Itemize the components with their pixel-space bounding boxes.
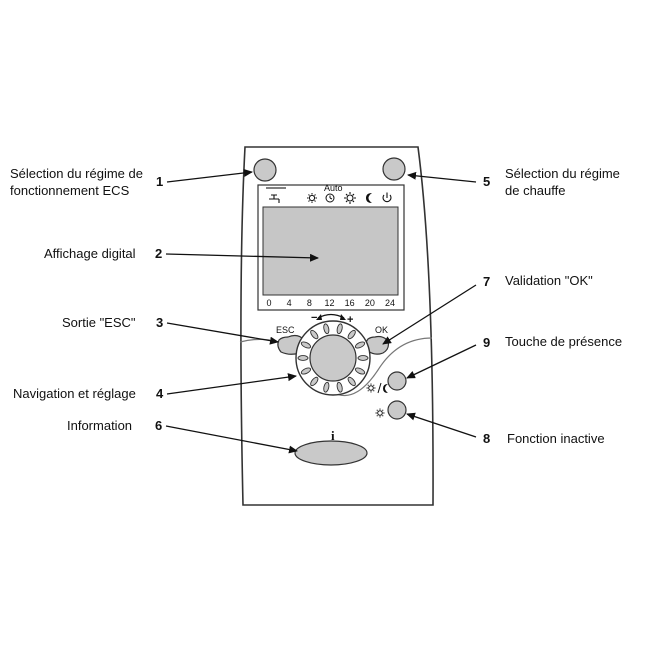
- wheel-notch: [347, 376, 356, 387]
- label-3: Sortie "ESC": [62, 315, 136, 330]
- arrow-2: [165, 253, 319, 262]
- arrow-4: [166, 373, 297, 395]
- label-2: Affichage digital: [44, 246, 136, 261]
- label-9: Touche de présence: [505, 334, 623, 349]
- auto-clock-icon: [325, 193, 335, 203]
- number-9: 9: [483, 335, 491, 350]
- hour-tick-label: 24: [385, 298, 395, 308]
- digital-display: [262, 206, 399, 296]
- label-1-line-2: fonctionnement ECS: [10, 183, 130, 198]
- arrow-1: [166, 168, 253, 183]
- ecs-mode-button[interactable]: [253, 158, 277, 182]
- arrow-6: [165, 425, 298, 454]
- number-1: 1: [156, 174, 164, 189]
- label-5-line-1: Sélection du régime: [505, 166, 620, 181]
- power-icon: [382, 192, 392, 203]
- moon-small-icon: [383, 384, 388, 393]
- label-4: Navigation et réglage: [13, 386, 136, 401]
- label-1-line-1: Sélection du régime de: [10, 166, 143, 181]
- number-8: 8: [483, 431, 491, 446]
- wheel-notch: [336, 323, 343, 335]
- label-5-line-2: de chauffe: [505, 183, 566, 198]
- wheel-notch: [357, 355, 369, 361]
- number-4: 4: [156, 386, 164, 401]
- number-7: 7: [483, 274, 491, 289]
- auto-label: Auto: [324, 183, 343, 193]
- wheel-notch: [354, 367, 366, 375]
- number-3: 3: [156, 315, 164, 330]
- hour-tick-label: 16: [345, 298, 355, 308]
- wheel-center[interactable]: [309, 334, 357, 382]
- rotation-arrow-right-head: [340, 314, 346, 320]
- wheel-notch: [310, 376, 319, 387]
- sun-bright-icon: [344, 192, 356, 204]
- number-2: 2: [155, 246, 163, 261]
- arrow-3: [166, 322, 279, 345]
- sun-small-icon: [375, 408, 385, 418]
- inactive-button[interactable]: [387, 400, 407, 420]
- sun-icon: [307, 193, 317, 203]
- wheel-notch: [323, 381, 330, 393]
- hour-tick-label: 12: [324, 298, 334, 308]
- arrow-9: [406, 344, 477, 379]
- info-icon: i: [331, 428, 335, 443]
- info-button[interactable]: [294, 440, 368, 466]
- wheel-notch: [300, 367, 312, 375]
- label-1: Sélection du régime de fonctionnement EC…: [10, 165, 143, 199]
- wheel-notch: [336, 381, 343, 393]
- number-5: 5: [483, 174, 491, 189]
- wheel-notches: [297, 323, 369, 393]
- tap-icon: [269, 194, 280, 203]
- wheel-notch: [297, 355, 309, 361]
- hour-tick-label: 8: [307, 298, 312, 308]
- number-6: 6: [155, 418, 163, 433]
- arrow-7: [382, 284, 477, 345]
- ok-label: OK: [375, 325, 388, 335]
- minus-sign: −: [311, 312, 317, 324]
- heating-mode-button[interactable]: [382, 157, 406, 181]
- label-5: Sélection du régime de chauffe: [505, 165, 620, 199]
- wheel-notch: [354, 341, 366, 349]
- sun-moon-icon: [366, 382, 382, 394]
- plus-sign: +: [347, 314, 353, 326]
- moon-icon: [366, 193, 372, 203]
- rotation-arrow-left-head: [316, 314, 322, 320]
- wheel-notch: [310, 329, 319, 340]
- label-7: Validation "OK": [505, 273, 593, 288]
- label-8: Fonction inactive: [507, 431, 605, 446]
- hour-tick-label: 20: [365, 298, 375, 308]
- wheel-notch: [323, 323, 330, 335]
- wheel-notch: [347, 329, 356, 340]
- label-6: Information: [67, 418, 133, 433]
- hour-tick-label: 4: [287, 298, 292, 308]
- wheel-notch: [300, 341, 312, 349]
- presence-button[interactable]: [387, 371, 407, 391]
- hour-tick-label: 0: [266, 298, 271, 308]
- arrow-8: [406, 412, 477, 438]
- arrow-5: [407, 171, 477, 183]
- hour-ticks: 0 4 8 12 16 20 24: [266, 298, 395, 308]
- esc-label: ESC: [276, 325, 295, 335]
